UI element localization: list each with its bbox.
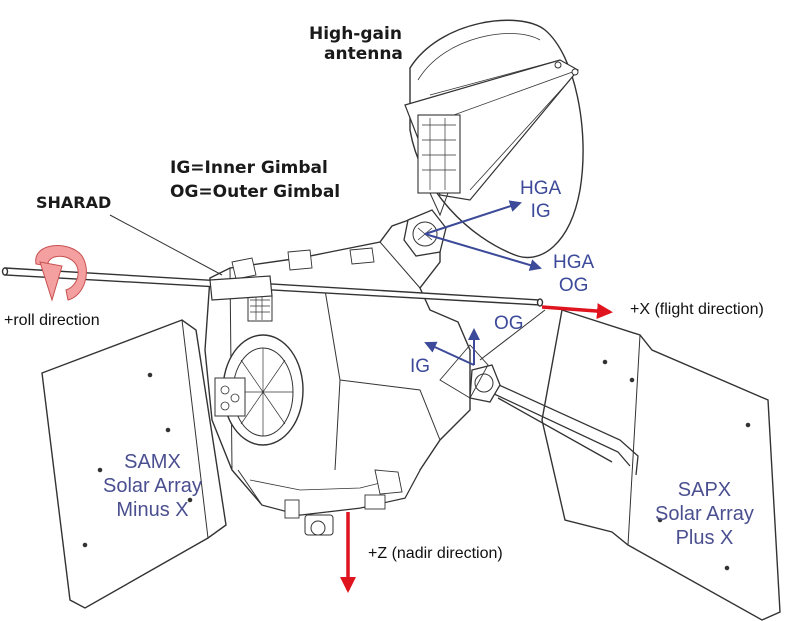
hga-og-label-line-2: OG: [558, 274, 589, 296]
gimbal-legend: IG=Inner Gimbal OG=Outer Gimbal: [170, 158, 340, 203]
sharad-antenna: [1, 267, 544, 307]
sharad-leader-line: [109, 214, 223, 276]
sapx-label: SAPX Solar Array Plus X: [655, 478, 754, 550]
gimbal-axis-arrows: [424, 200, 542, 366]
sapx-leader-line: [479, 309, 546, 361]
sapx-solar-array: [541, 309, 781, 621]
roll-direction-arrow: [35, 245, 87, 302]
sapx-label-line-3: Plus X: [675, 527, 734, 549]
hga-ig-label: HGA IG: [520, 178, 561, 224]
x-axis-label: +X (flight direction): [630, 301, 764, 318]
spacecraft-bus: [204, 215, 471, 536]
samx-label-line-2: Solar Array: [103, 475, 202, 497]
ig-arrow: [424, 341, 475, 366]
samx-solar-array: [41, 319, 227, 609]
x-axis-arrow: [541, 303, 613, 320]
hga-og-label-line-1: HGA: [553, 252, 595, 273]
roll-direction-label: +roll direction: [4, 312, 100, 329]
gimbal-legend-ig: IG=Inner Gimbal: [170, 158, 328, 178]
samx-label: SAMX Solar Array Minus X: [103, 450, 202, 522]
hga-og-label: HGA OG: [553, 252, 594, 298]
gimbal-legend-og: OG=Outer Gimbal: [170, 182, 341, 203]
hga-label-line-1: High-gain: [308, 24, 402, 44]
sapx-boom: [487, 379, 639, 476]
hga-label-line-2: antenna: [324, 44, 403, 65]
sharad-label: SHARAD: [36, 193, 112, 212]
samx-label-line-3: Minus X: [116, 499, 189, 521]
z-axis-label: +Z (nadir direction): [368, 545, 503, 562]
og-label: OG: [494, 313, 524, 334]
samx-label-line-1: SAMX: [124, 451, 181, 473]
hga-label: High-gain antenna: [308, 24, 403, 65]
ig-label: IG: [410, 356, 431, 377]
sapx-label-line-2: Solar Array: [655, 503, 754, 525]
sapx-label-line-1: SAPX: [677, 479, 732, 501]
sapx-gimbal: [439, 344, 501, 403]
hga-ig-arrow: [424, 200, 522, 235]
hga-ig-label-line-1: HGA: [520, 178, 562, 199]
hga-ig-label-line-2: IG: [530, 200, 551, 222]
hga-og-arrow: [424, 233, 542, 271]
high-gain-antenna: [404, 19, 584, 259]
